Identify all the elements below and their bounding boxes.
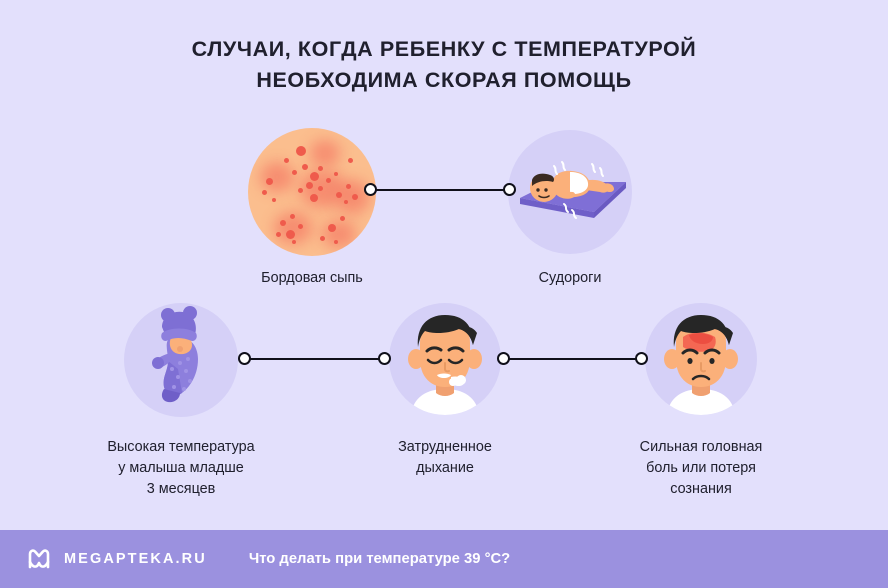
swaddled-baby-illustration	[152, 306, 198, 403]
page-title-line-2: НЕОБХОДИМА СКОРАЯ ПОМОЩЬ	[256, 68, 632, 92]
labored-breathing-illustration	[408, 315, 482, 415]
skin-rash-icon	[248, 128, 376, 256]
footer-bar: MEGAPTEKA.RU Что делать при температуре …	[0, 530, 888, 588]
connector-node	[378, 352, 391, 365]
baby-seizure-icon	[508, 130, 632, 254]
item-label-line: у малыша младше	[118, 460, 244, 476]
headache-face-icon	[645, 303, 757, 415]
item-label-line: Бордовая сыпь	[261, 270, 363, 286]
page-title-line-1: СЛУЧАИ, КОГДА РЕБЕНКУ С ТЕМПЕРАТУРОЙ	[191, 37, 697, 61]
item-label-line: Высокая температура	[107, 439, 255, 455]
headache-illustration	[664, 315, 738, 415]
item-label-line: Затрудненное	[398, 439, 492, 455]
connector-line	[508, 357, 636, 360]
connector-node	[635, 352, 648, 365]
item-label-headache: Сильная головная боль или потеря сознани…	[581, 437, 821, 500]
item-label-seizures: Судороги	[450, 268, 690, 289]
item-label-line: 3 месяцев	[146, 481, 216, 497]
connector-node	[503, 183, 516, 196]
footer-brand-name[interactable]: MEGAPTEKA.RU	[64, 551, 207, 567]
labored-breathing-face-icon	[389, 303, 501, 415]
item-label-rash: Бордовая сыпь	[192, 268, 432, 289]
item-label-breathing: Затрудненное дыхание	[325, 437, 565, 479]
footer-caption[interactable]: Что делать при температуре 39 °C?	[248, 551, 511, 567]
swaddled-baby-icon	[124, 303, 238, 417]
item-label-line: дыхание	[416, 460, 474, 476]
item-label-line: сознания	[670, 481, 732, 497]
item-label-line: боль или потеря	[646, 460, 756, 476]
item-label-infant-fever: Высокая температура у малыша младше 3 ме…	[61, 437, 301, 500]
item-label-line: Судороги	[538, 270, 602, 286]
connector-line	[249, 357, 379, 360]
megapteka-m-logo-icon[interactable]	[26, 546, 52, 572]
baby-seizure-illustration	[520, 161, 626, 219]
connector-line	[375, 188, 506, 191]
page-title: СЛУЧАИ, КОГДА РЕБЕНКУ С ТЕМПЕРАТУРОЙ НЕО…	[0, 34, 888, 96]
item-label-line: Сильная головная	[639, 439, 763, 455]
